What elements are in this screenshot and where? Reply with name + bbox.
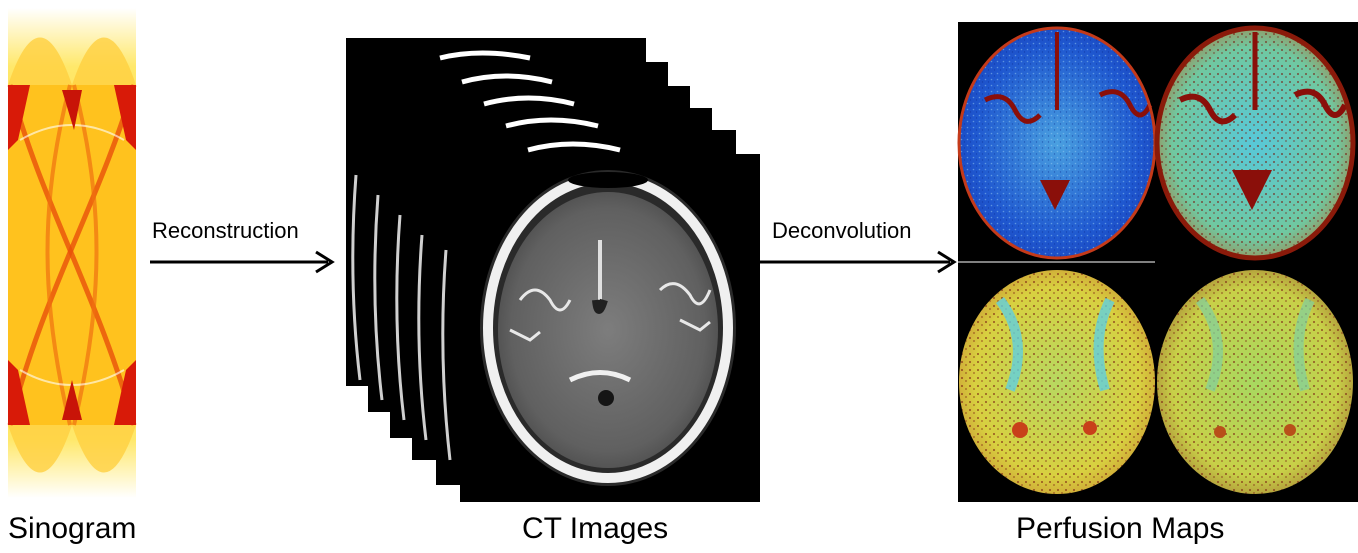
perfusion-map-2: [1157, 28, 1353, 258]
reconstruction-label: Reconstruction: [152, 218, 299, 243]
ct-image-stack: [346, 38, 760, 502]
perfusion-map-1: [959, 28, 1155, 258]
perfusion-maps-grid: [958, 22, 1358, 502]
perfusion-map-3: [959, 270, 1155, 494]
sinogram-caption: Sinogram: [8, 512, 136, 545]
reconstruction-arrow: [150, 252, 332, 272]
deconvolution-label: Deconvolution: [772, 218, 911, 243]
deconvolution-arrow: [760, 252, 954, 272]
ct-caption: CT Images: [522, 512, 668, 545]
sinogram-image: [8, 8, 136, 498]
perfusion-caption: Perfusion Maps: [1016, 512, 1224, 545]
perfusion-map-4: [1157, 270, 1353, 494]
